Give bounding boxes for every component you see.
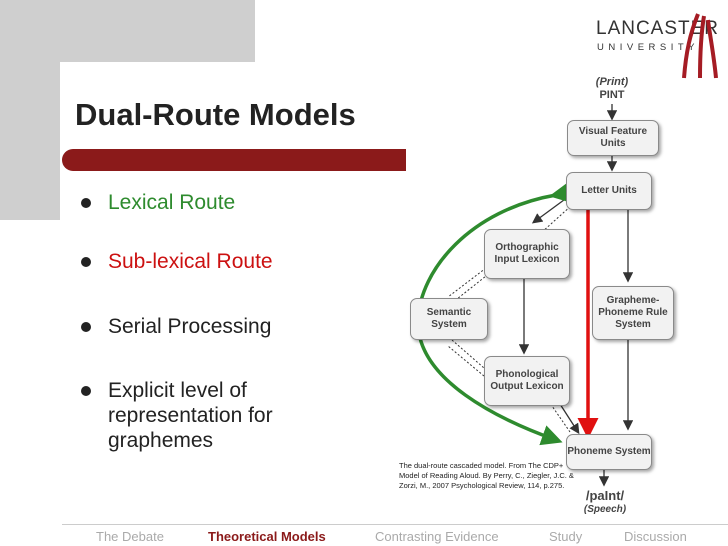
node-phoneme-system: Phoneme System	[566, 434, 652, 470]
print-word: PINT	[599, 89, 625, 101]
speech-word: /paInt/	[585, 488, 625, 503]
title-underline-bar	[62, 149, 406, 171]
bullet-serial-processing: Serial Processing	[78, 314, 271, 339]
bullet-text: Explicit level of representation for gra…	[108, 379, 273, 452]
node-visual-feature-units: Visual Feature Units	[567, 120, 659, 156]
university-logo: LANCASTER UNIVERSITY	[596, 12, 722, 82]
footer-link-debate[interactable]: The Debate	[96, 529, 164, 544]
bullet-text: Lexical Route	[108, 191, 236, 214]
speech-label: (Speech)	[583, 504, 627, 515]
print-label: (Print)	[595, 76, 629, 88]
footer-link-theoretical-models[interactable]: Theoretical Models	[208, 529, 326, 544]
logo-subtitle: UNIVERSITY	[597, 42, 700, 53]
node-grapheme-phoneme-rule-system: Grapheme-Phoneme Rule System	[592, 286, 674, 340]
bullet-text: Serial Processing	[108, 315, 272, 338]
bullet-sublexical-route: Sub-lexical Route	[78, 249, 273, 274]
bullet-lexical-route: Lexical Route	[78, 190, 235, 215]
footer-divider	[62, 524, 728, 525]
bullet-text: Sub-lexical Route	[108, 250, 273, 273]
footer-link-discussion[interactable]: Discussion	[624, 529, 687, 544]
bullet-explicit-level: Explicit level of representation for gra…	[78, 378, 328, 453]
logo-emblem-icon	[682, 13, 718, 79]
node-semantic-system: Semantic System	[410, 298, 488, 340]
slide-title: Dual-Route Models	[75, 97, 356, 132]
footer-link-study[interactable]: Study	[549, 529, 583, 544]
logo-wordmark: LANCASTER	[596, 18, 720, 39]
node-phonological-output-lexicon: Phonological Output Lexicon	[484, 356, 570, 406]
diagram-caption: The dual-route cascaded model. From The …	[399, 461, 574, 490]
background-corner-left	[0, 0, 60, 220]
node-orthographic-input-lexicon: Orthographic Input Lexicon	[484, 229, 570, 279]
node-letter-units: Letter Units	[566, 172, 652, 210]
footer-link-contrasting-evidence[interactable]: Contrasting Evidence	[375, 529, 499, 544]
